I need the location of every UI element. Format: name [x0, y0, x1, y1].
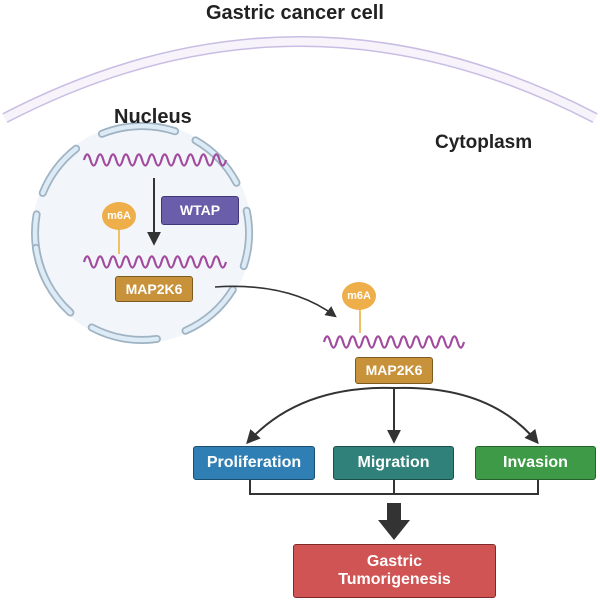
cell-title: Gastric cancer cell — [206, 2, 384, 24]
nuclear-envelope-segment — [241, 208, 252, 269]
rna-strand-nucleus-top — [82, 153, 228, 167]
result-line-1: Gastric — [366, 552, 423, 570]
arrow-to-invasion — [394, 386, 539, 445]
rna-strand-nucleus-bottom — [82, 255, 228, 269]
result-line-2: Tumorigenesis — [338, 571, 451, 588]
cytoplasm-label: Cytoplasm — [435, 132, 533, 153]
m6a-badge-nucleus: m6A — [102, 202, 136, 230]
rna-strand-cytoplasm — [322, 335, 466, 349]
export-arrow — [214, 285, 337, 318]
nuclear-envelope-segment — [99, 123, 178, 137]
map2k6-box-cytoplasm: MAP2K6 — [355, 357, 433, 384]
nucleus-body — [32, 123, 252, 343]
migration-box: Migration — [333, 446, 454, 480]
convergence-bracket — [249, 480, 539, 495]
nuclear-envelope-segment — [89, 325, 160, 343]
proliferation-box: Proliferation — [193, 446, 315, 480]
wtap-box: WTAP — [161, 196, 239, 225]
arrow-to-proliferation — [246, 386, 396, 445]
m6a-badge-cytoplasm: m6A — [342, 282, 376, 310]
nuclear-envelope-segment — [183, 287, 235, 333]
nuclear-envelope-segment — [33, 245, 73, 315]
nucleus-label: Nucleus — [114, 106, 192, 128]
cell-membrane — [2, 36, 598, 123]
invasion-box: Invasion — [475, 446, 596, 480]
gastric-tumorigenesis-box: Gastric Tumorigenesis — [293, 544, 496, 598]
map2k6-box-nucleus: MAP2K6 — [115, 276, 193, 302]
nuclear-envelope-segment — [40, 146, 79, 196]
big-down-arrow — [378, 503, 410, 540]
nuclear-envelope — [31, 122, 253, 344]
